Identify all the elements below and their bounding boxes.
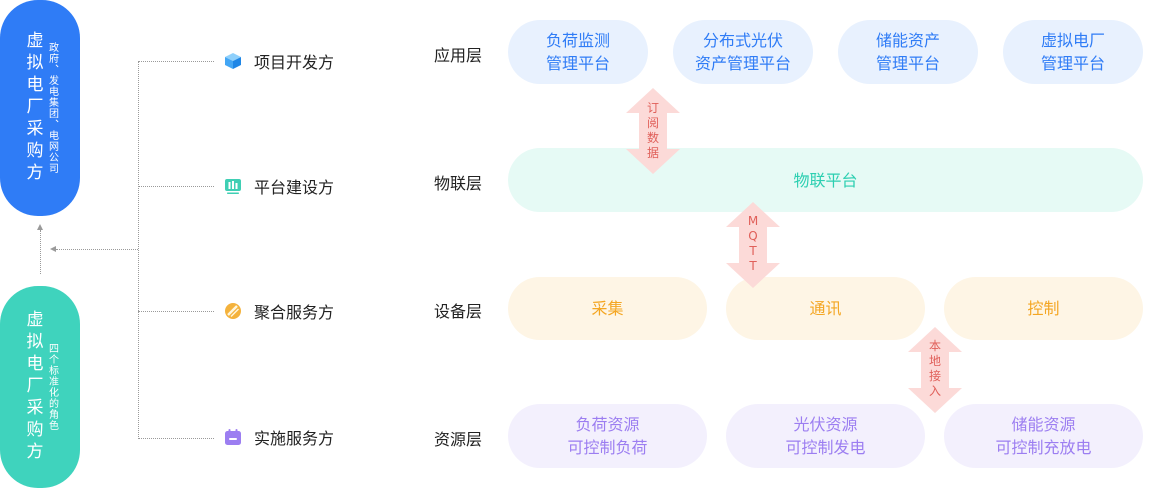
- iot-platform-box: 物联平台: [508, 148, 1143, 212]
- layer-label-application: 应用层: [434, 46, 483, 65]
- layer-label-iot: 物联层: [434, 174, 483, 193]
- role-line-aggregator: [138, 311, 214, 312]
- connector-label: 订 阅 数 据: [646, 101, 659, 160]
- arrow-left-icon: [50, 246, 56, 252]
- resource-box-storage: 储能资源 可控制充放电: [944, 404, 1143, 468]
- role-label: 实施服务方: [254, 429, 335, 448]
- purchaser-pill-standard-roles: 虚拟电厂采购方 四个标准化的角色: [0, 286, 80, 488]
- role-aggregation-service: 聚合服务方: [224, 299, 334, 323]
- arrow-up-icon: [37, 224, 43, 230]
- vertical-trunk-line: [138, 61, 139, 439]
- purchaser-subtitle: 政府、发电集团、电网公司: [46, 42, 58, 174]
- purchaser-subtitle: 四个标准化的角色: [46, 343, 58, 431]
- double-arrow-mqtt: M Q T T: [726, 202, 780, 288]
- layer-label-device: 设备层: [434, 302, 483, 321]
- connector-label: M Q T T: [747, 214, 759, 273]
- double-arrow-icon: [726, 202, 780, 288]
- app-box-storage-asset: 储能资产 管理平台: [838, 20, 978, 84]
- role-label: 聚合服务方: [254, 303, 335, 322]
- double-arrow-icon: [908, 327, 962, 413]
- double-arrow-local-access: 本 地 接 入: [908, 327, 962, 413]
- device-box-collection: 采集: [508, 277, 707, 340]
- branch-link-line: [56, 249, 138, 250]
- connector-label: 本 地 接 入: [928, 339, 941, 398]
- resource-box-pv: 光伏资源 可控制发电: [726, 404, 925, 468]
- purchaser-title: 虚拟电厂采购方: [22, 31, 43, 185]
- app-box-vpp-management: 虚拟电厂 管理平台: [1003, 20, 1143, 84]
- double-arrow-subscribe-data: 订 阅 数 据: [626, 88, 680, 174]
- role-label: 项目开发方: [254, 53, 335, 72]
- role-line-developer: [138, 61, 214, 62]
- app-box-pv-asset: 分布式光伏 资产管理平台: [673, 20, 813, 84]
- double-arrow-icon: [626, 88, 680, 174]
- device-box-control: 控制: [944, 277, 1143, 340]
- cube-icon: [224, 52, 242, 70]
- role-platform-builder: 平台建设方: [224, 174, 334, 198]
- resource-box-load: 负荷资源 可控制负荷: [508, 404, 707, 468]
- coin-icon: [224, 302, 242, 320]
- role-line-builder: [138, 186, 214, 187]
- role-project-developer: 项目开发方: [224, 49, 334, 73]
- role-label: 平台建设方: [254, 178, 335, 197]
- layer-label-resource: 资源层: [434, 430, 483, 449]
- role-implementation-service: 实施服务方: [224, 425, 334, 449]
- app-box-load-monitoring: 负荷监测 管理平台: [508, 20, 648, 84]
- purchaser-title: 虚拟电厂采购方: [22, 310, 43, 464]
- bar-chart-icon: [224, 177, 242, 195]
- purchaser-pill-government: 虚拟电厂采购方 政府、发电集团、电网公司: [0, 0, 80, 216]
- device-box-communication: 通讯: [726, 277, 925, 340]
- calendar-icon: [224, 428, 242, 446]
- pill-link-line: [40, 230, 41, 274]
- role-line-implementer: [138, 438, 214, 439]
